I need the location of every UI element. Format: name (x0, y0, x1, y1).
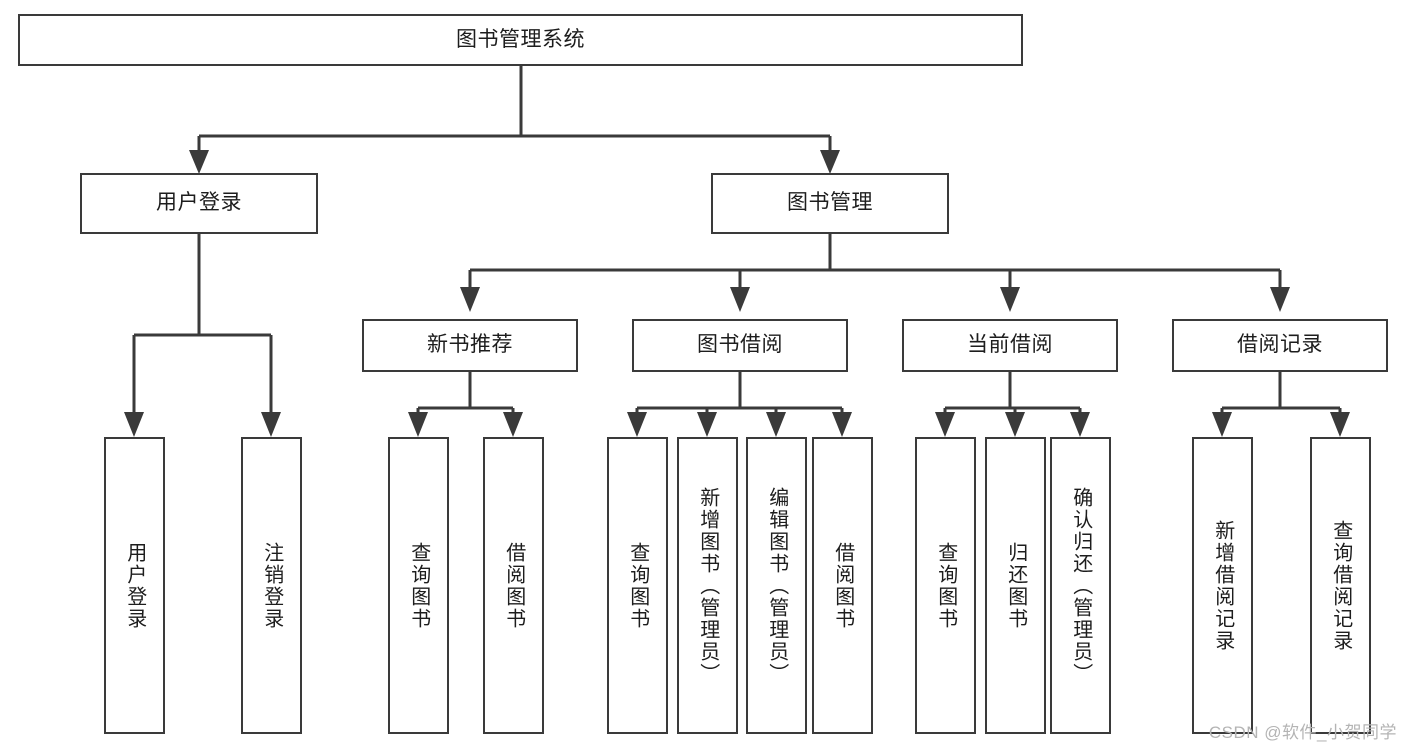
leaf-user-login-login[interactable]: 用户登录 (104, 437, 165, 734)
leaf-borrow-edit-book-admin-label: 编辑图书（管理员） (765, 486, 788, 685)
node-borrow-records[interactable]: 借阅记录 (1172, 319, 1388, 372)
leaf-current-confirm-return-admin-label: 确认归还（管理员） (1069, 486, 1092, 685)
leaf-borrow-query-book-label: 查询图书 (626, 541, 649, 630)
leaf-current-return-book[interactable]: 归还图书 (985, 437, 1046, 734)
arrowhead-user-login (189, 150, 209, 174)
node-book-management[interactable]: 图书管理 (711, 173, 949, 234)
leaf-user-login-login-label: 用户登录 (123, 541, 146, 630)
leaf-records-query-record-label: 查询借阅记录 (1329, 519, 1352, 652)
csdn-watermark: CSDN @软件_小贺同学 (1208, 723, 1397, 742)
arrowhead-leaf-borrow-4 (832, 412, 852, 437)
arrowhead-newbook (460, 287, 480, 312)
arrowhead-borrow (730, 287, 750, 312)
node-book-management-label: 图书管理 (787, 191, 873, 215)
leaf-records-add-record[interactable]: 新增借阅记录 (1192, 437, 1253, 734)
arrowhead-leaf-user-1 (124, 412, 144, 437)
node-current-borrow-label: 当前借阅 (967, 333, 1053, 357)
node-current-borrow[interactable]: 当前借阅 (902, 319, 1118, 372)
arrowhead-leaf-borrow-1 (627, 412, 647, 437)
arrowhead-leaf-current-2 (1005, 412, 1025, 437)
leaf-borrow-edit-book-admin[interactable]: 编辑图书（管理员） (746, 437, 807, 734)
node-book-borrow-label: 图书借阅 (697, 333, 783, 357)
arrowhead-leaf-newbook-2 (503, 412, 523, 437)
leaf-newbook-borrow-book-label: 借阅图书 (502, 541, 525, 630)
leaf-current-query-book[interactable]: 查询图书 (915, 437, 976, 734)
leaf-borrow-borrow-book-label: 借阅图书 (831, 541, 854, 630)
leaf-borrow-query-book[interactable]: 查询图书 (607, 437, 668, 734)
arrowhead-leaf-user-2 (261, 412, 281, 437)
leaf-borrow-borrow-book[interactable]: 借阅图书 (812, 437, 873, 734)
leaf-newbook-query-book-label: 查询图书 (407, 541, 430, 630)
leaf-user-login-logout[interactable]: 注销登录 (241, 437, 302, 734)
node-user-login-label: 用户登录 (156, 191, 242, 215)
leaf-newbook-query-book[interactable]: 查询图书 (388, 437, 449, 734)
leaf-records-add-record-label: 新增借阅记录 (1211, 519, 1234, 652)
arrowhead-leaf-borrow-3 (766, 412, 786, 437)
arrowhead-leaf-current-3 (1070, 412, 1090, 437)
leaf-newbook-borrow-book[interactable]: 借阅图书 (483, 437, 544, 734)
arrowhead-records (1270, 287, 1290, 312)
leaf-current-query-book-label: 查询图书 (934, 541, 957, 630)
leaf-current-return-book-label: 归还图书 (1004, 541, 1027, 630)
arrowhead-leaf-records-2 (1330, 412, 1350, 437)
node-root-system-label: 图书管理系统 (456, 27, 585, 51)
arrowhead-leaf-records-1 (1212, 412, 1232, 437)
leaf-user-login-logout-label: 注销登录 (260, 541, 283, 630)
leaf-borrow-add-book-admin-label: 新增图书（管理员） (696, 486, 719, 685)
arrowhead-leaf-current-1 (935, 412, 955, 437)
node-user-login[interactable]: 用户登录 (80, 173, 318, 234)
node-new-book-recommend-label: 新书推荐 (427, 333, 513, 357)
node-book-borrow[interactable]: 图书借阅 (632, 319, 848, 372)
arrowhead-current (1000, 287, 1020, 312)
leaf-current-confirm-return-admin[interactable]: 确认归还（管理员） (1050, 437, 1111, 734)
node-borrow-records-label: 借阅记录 (1237, 333, 1323, 357)
arrowhead-leaf-borrow-2 (697, 412, 717, 437)
arrowhead-book-manage (820, 150, 840, 174)
node-new-book-recommend[interactable]: 新书推荐 (362, 319, 578, 372)
leaf-records-query-record[interactable]: 查询借阅记录 (1310, 437, 1371, 734)
arrowhead-leaf-newbook-1 (408, 412, 428, 437)
leaf-borrow-add-book-admin[interactable]: 新增图书（管理员） (677, 437, 738, 734)
node-root-system[interactable]: 图书管理系统 (18, 14, 1023, 66)
